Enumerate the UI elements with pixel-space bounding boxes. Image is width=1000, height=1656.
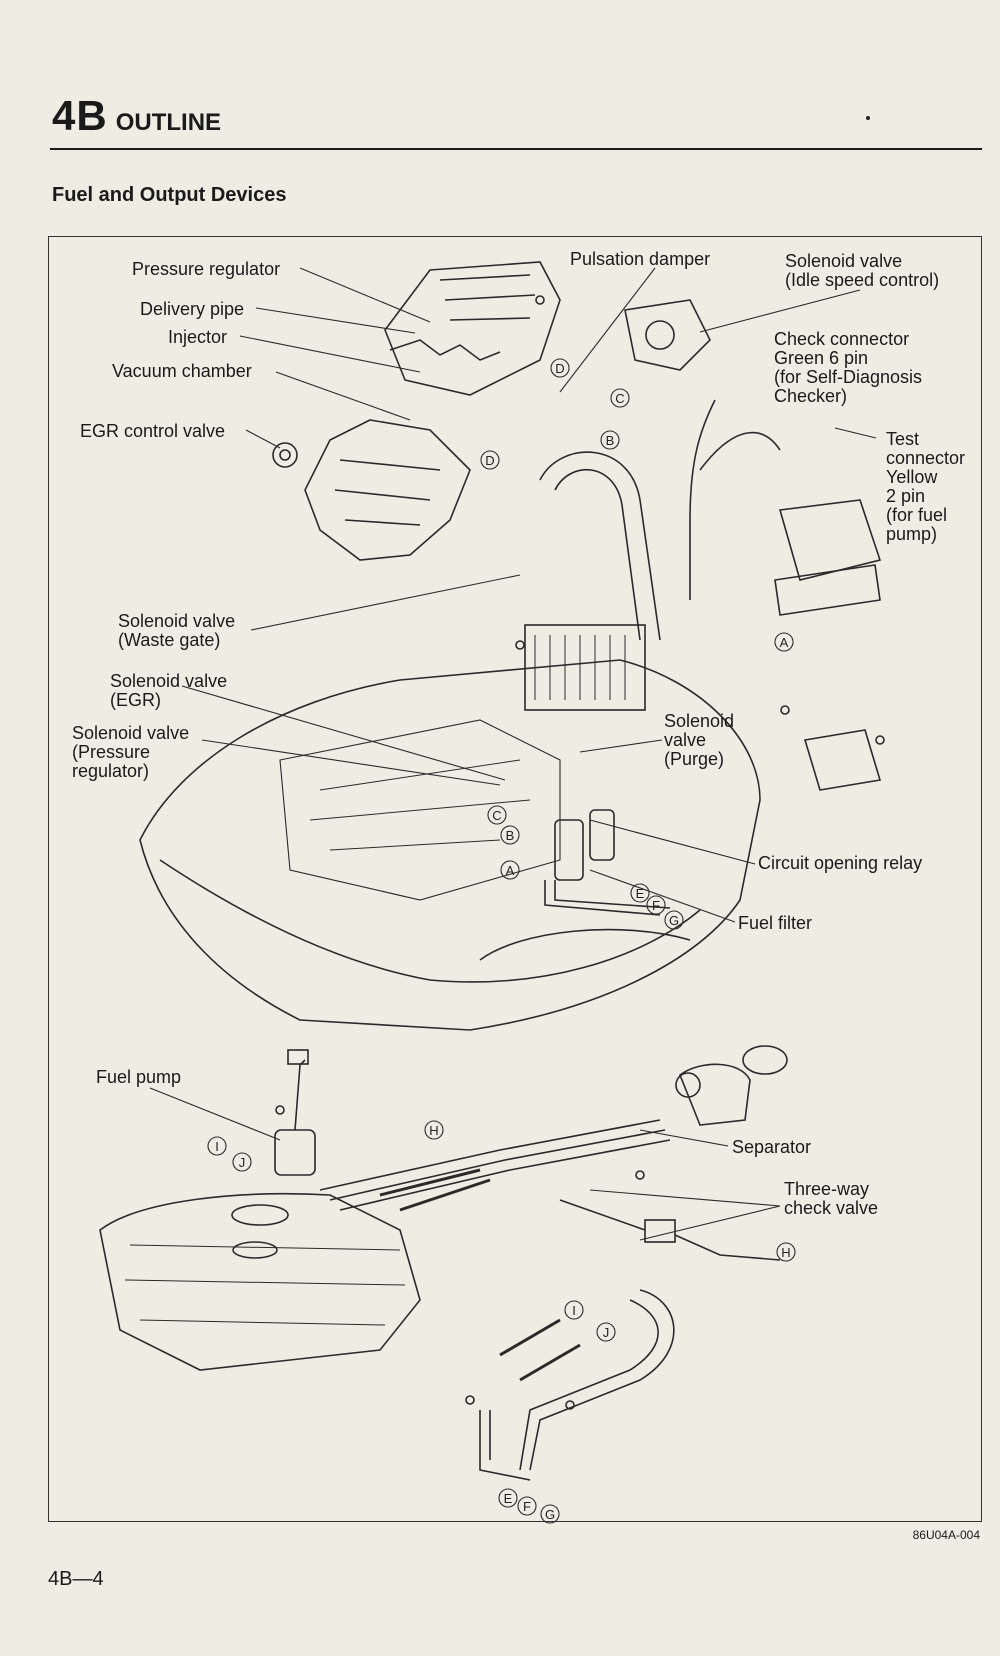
label-delivery-pipe: Delivery pipe bbox=[140, 299, 245, 319]
label-pressure-regulator: Pressure regulator bbox=[132, 259, 281, 279]
callout-D-1: D bbox=[550, 358, 570, 378]
figure-frame bbox=[48, 236, 982, 1522]
label-fuel-pump: Fuel pump bbox=[96, 1067, 182, 1087]
svg-text:G: G bbox=[545, 1507, 555, 1522]
label-test-connector: Test connector Yellow 2 pin (for fuel pu… bbox=[886, 429, 966, 544]
callout-J-1: J bbox=[232, 1152, 252, 1172]
label-solenoid-idle: Solenoid valve (Idle speed control) bbox=[785, 251, 940, 290]
label-solenoid-pressure-regulator: Solenoid valve (Pressure regulator) bbox=[72, 723, 190, 781]
label-circuit-opening-relay: Circuit opening relay bbox=[758, 853, 923, 873]
svg-text:C: C bbox=[492, 808, 501, 823]
page-subtitle: Fuel and Output Devices bbox=[52, 184, 287, 206]
callout-B-2: B bbox=[500, 825, 520, 845]
svg-text:F: F bbox=[652, 898, 660, 913]
speck bbox=[866, 116, 870, 120]
callout-C-2: C bbox=[487, 805, 507, 825]
callout-F-2: F bbox=[517, 1496, 537, 1516]
callout-A-2: A bbox=[500, 860, 520, 880]
svg-text:G: G bbox=[669, 913, 679, 928]
label-pulsation-damper: Pulsation damper bbox=[570, 249, 711, 269]
svg-text:F: F bbox=[523, 1499, 531, 1514]
figure-code: 86U04A-004 bbox=[912, 1528, 980, 1542]
page-number: 4B—4 bbox=[48, 1568, 104, 1590]
label-solenoid-purge: Solenoid valve (Purge) bbox=[664, 711, 735, 769]
callout-C-1: C bbox=[610, 388, 630, 408]
label-solenoid-waste-gate: Solenoid valve (Waste gate) bbox=[118, 611, 236, 650]
svg-text:D: D bbox=[555, 361, 564, 376]
svg-text:A: A bbox=[780, 635, 789, 650]
label-solenoid-egr: Solenoid valve (EGR) bbox=[110, 671, 228, 710]
callout-E-1: E bbox=[630, 883, 650, 903]
label-injector: Injector bbox=[168, 327, 228, 347]
svg-text:J: J bbox=[239, 1155, 246, 1170]
label-check-connector: Check connector Green 6 pin (for Self-Di… bbox=[774, 329, 923, 406]
svg-text:A: A bbox=[506, 863, 515, 878]
svg-text:E: E bbox=[636, 886, 645, 901]
callout-B-1: B bbox=[600, 430, 620, 450]
section-title: OUTLINE bbox=[115, 109, 222, 136]
svg-text:I: I bbox=[215, 1139, 219, 1154]
svg-text:C: C bbox=[615, 391, 624, 406]
svg-text:J: J bbox=[603, 1325, 610, 1340]
svg-text:H: H bbox=[781, 1245, 790, 1260]
section-number: 4B bbox=[52, 92, 108, 139]
callout-J-2: J bbox=[596, 1322, 616, 1342]
label-three-way-check-valve: Three-way check valve bbox=[784, 1179, 879, 1218]
callout-H-1: H bbox=[424, 1120, 444, 1140]
callout-F-1: F bbox=[646, 895, 666, 915]
svg-text:D: D bbox=[485, 453, 494, 468]
callout-E-2: E bbox=[498, 1488, 518, 1508]
svg-text:H: H bbox=[429, 1123, 438, 1138]
svg-text:E: E bbox=[504, 1491, 513, 1506]
callout-D-2: D bbox=[480, 450, 500, 470]
callout-H-2: H bbox=[776, 1242, 796, 1262]
svg-text:B: B bbox=[606, 433, 615, 448]
callout-I-1: I bbox=[207, 1136, 227, 1156]
label-vacuum-chamber: Vacuum chamber bbox=[112, 361, 252, 381]
callout-G-2: G bbox=[540, 1504, 560, 1524]
callout-A-1: A bbox=[774, 632, 794, 652]
svg-text:I: I bbox=[572, 1303, 576, 1318]
svg-text:B: B bbox=[506, 828, 515, 843]
callout-G-1: G bbox=[664, 910, 684, 930]
callout-I-2: I bbox=[564, 1300, 584, 1320]
label-separator: Separator bbox=[732, 1137, 812, 1157]
section-heading: 4B OUTLINE bbox=[52, 92, 221, 140]
heading-rule bbox=[50, 148, 982, 150]
label-egr-control-valve: EGR control valve bbox=[80, 421, 226, 441]
label-fuel-filter: Fuel filter bbox=[738, 913, 813, 933]
